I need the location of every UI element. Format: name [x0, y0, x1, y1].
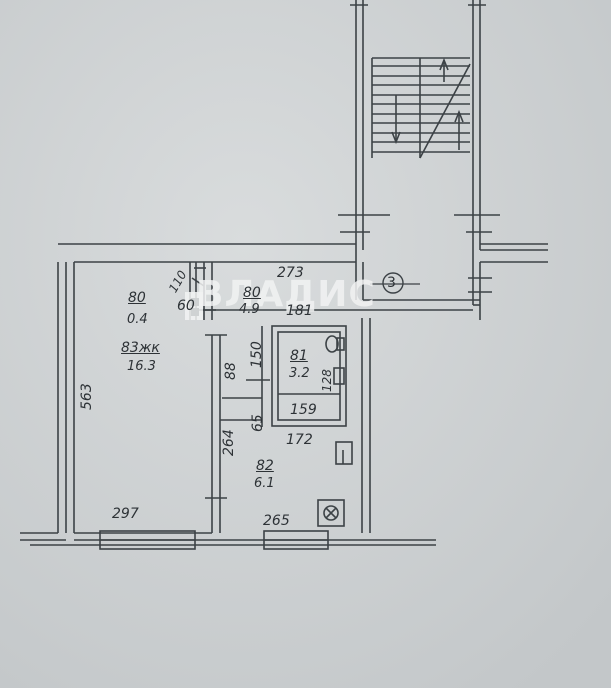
room-bath-area: 3.2 [289, 366, 310, 381]
dim-right-room-bottom: 265 [263, 513, 290, 529]
dim-wall-60: 60 [177, 298, 195, 314]
dim-kitchen-top: 273 [277, 265, 304, 281]
dim-left-room-bottom: 297 [112, 506, 139, 522]
dim-right-room-height: 264 [221, 429, 237, 456]
dim-hall-width: 181 [286, 303, 313, 319]
room-living-code: 83жк [121, 340, 160, 356]
room-kitchen-code: 82 [256, 458, 274, 474]
room-bath-code: 81 [290, 348, 308, 364]
dim-bath-block: 150 [249, 341, 265, 368]
watermark-text: ВЛАДИС [196, 274, 376, 315]
entrance-number: 3 [387, 275, 396, 291]
room-kitchen-area: 6.1 [254, 476, 275, 491]
dim-bath-depth: 128 [320, 369, 334, 392]
dim-corridor-height: 88 [223, 362, 239, 380]
room-hall-area: 4.9 [239, 302, 260, 317]
dim-left-room-height: 563 [79, 383, 95, 410]
dim-right-room-top: 172 [286, 432, 313, 448]
watermark-logo-icon [185, 292, 203, 320]
walls [20, 0, 548, 550]
dim-door-depth: 65 [250, 414, 266, 432]
dim-bath-width: 159 [290, 402, 317, 418]
entrance-marker [382, 272, 404, 294]
room-hall-code: 80 [243, 285, 261, 301]
room-closet-area: 0.4 [127, 312, 148, 327]
room-closet-code: 80 [128, 290, 146, 306]
room-living-area: 16.3 [127, 359, 156, 374]
